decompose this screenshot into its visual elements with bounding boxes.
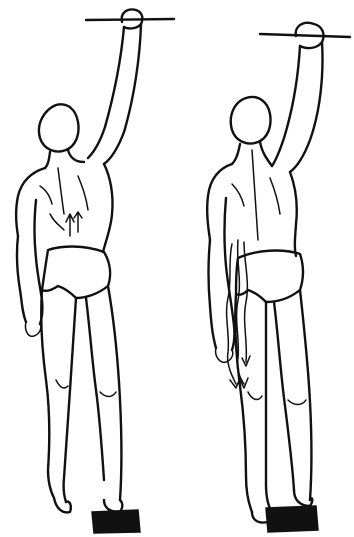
right-bar (260, 34, 350, 37)
left-hanging-arm (17, 236, 26, 322)
left-torso (16, 168, 45, 236)
right-head (231, 97, 271, 144)
left-shorts (42, 247, 110, 299)
left-pain-marker (66, 212, 82, 236)
left-bar (86, 19, 174, 20)
right-hanging-arm (209, 240, 217, 348)
right-torso (207, 164, 232, 240)
left-figure (16, 10, 174, 534)
right-step-block (266, 506, 318, 532)
right-figure (207, 23, 350, 532)
left-head (39, 104, 79, 151)
right-raised-arm (272, 46, 300, 166)
left-raised-arm (88, 27, 124, 158)
left-legs (41, 290, 54, 498)
left-step-block (92, 510, 140, 533)
